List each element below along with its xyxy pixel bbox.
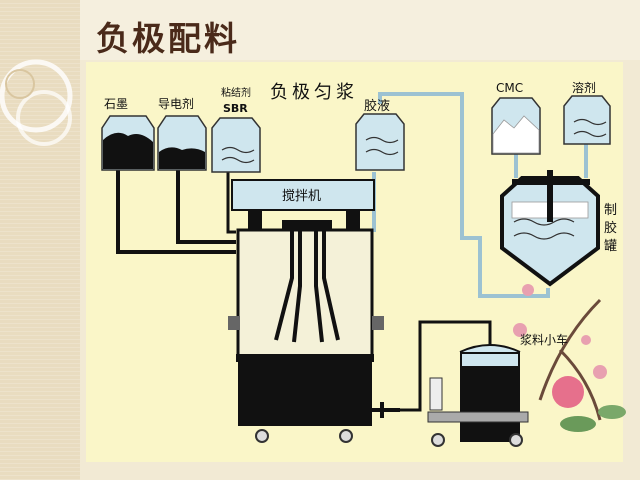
feed-pipes [116,168,236,254]
mixing-title: 负极匀浆 [270,82,358,103]
cmc-tank [491,97,541,155]
binder-label: 粘结剂 [221,86,251,99]
plum-blossom-decoration [513,284,626,432]
mixer [228,179,492,443]
sbr-label: SBR [223,102,248,115]
solvent-tank [563,95,611,145]
glue-tank-label-1: 制 [604,203,617,218]
conductive-agent-tank [157,115,207,171]
graphite-tank [101,115,155,171]
glue-tank-label-2: 胶 [604,220,617,236]
title-strip [80,0,640,60]
sbr-tank [211,117,261,173]
cmc-label: CMC [496,81,523,95]
solvent-label: 溶剂 [572,80,596,95]
conductive-agent-label: 导电剂 [158,96,194,111]
glue-liquid-tank [355,113,405,171]
slurry-cart [427,344,529,447]
slide-title: 负极配料 [96,19,240,58]
slurry-cart-label: 浆料小车 [520,332,568,347]
glue-preparation-tank [500,170,600,287]
graphite-label: 石墨 [104,97,128,111]
glue-tank-label-3: 罐 [604,239,617,254]
glue-liquid-label: 胶液 [364,98,390,114]
mixer-label: 搅拌机 [282,188,321,204]
